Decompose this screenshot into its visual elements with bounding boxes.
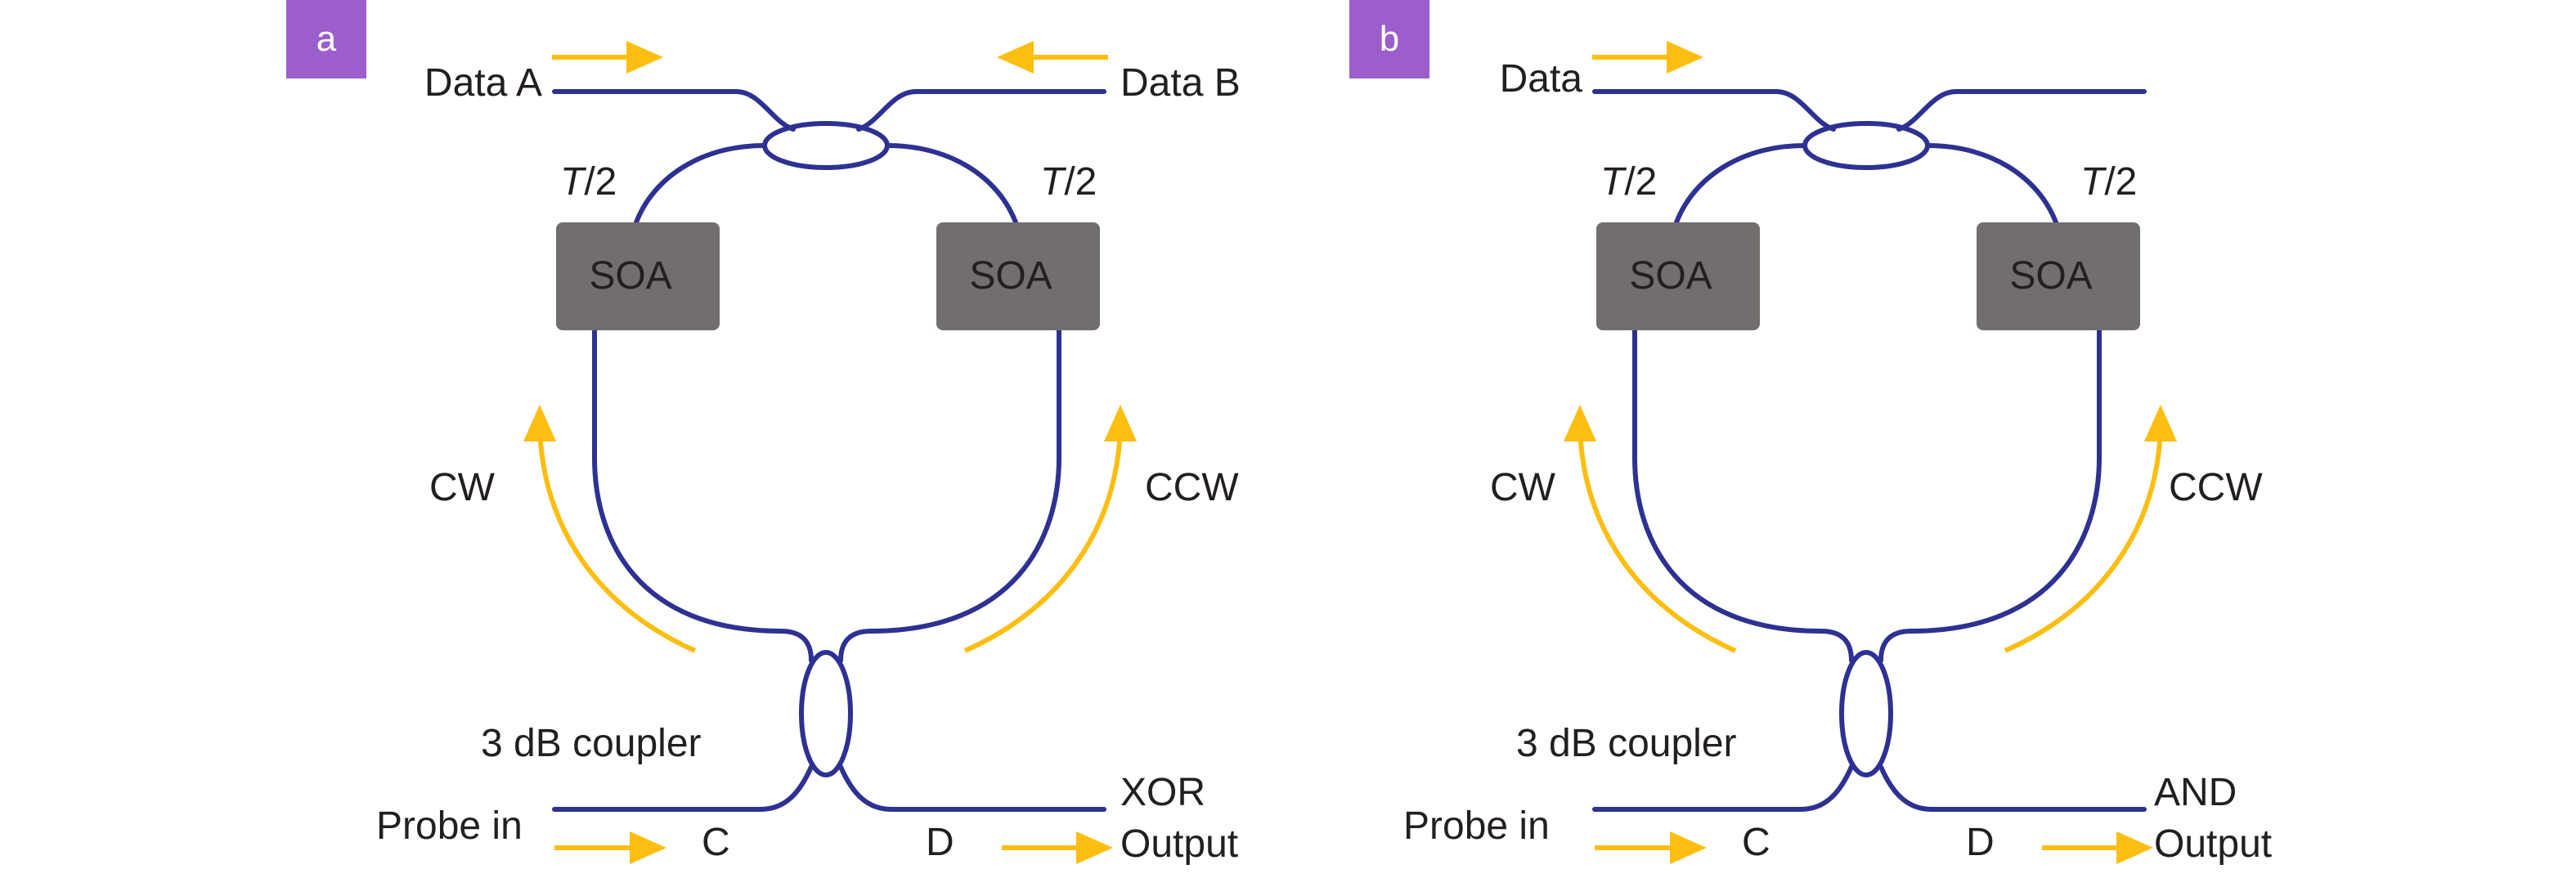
- coupler-label: 3 dB coupler: [1516, 722, 1737, 765]
- input-left-label: Data A: [424, 61, 542, 105]
- delay-right-label: T/2: [2080, 160, 2137, 204]
- coupler-label: 3 dB coupler: [481, 722, 702, 765]
- panel-b: b Data T/2 T/2 SOA SOA CW CCW 3 dB coupl…: [1349, 0, 2272, 866]
- soa-right-label: SOA: [969, 254, 1052, 298]
- port-c-label: C: [1742, 821, 1770, 864]
- delay-right-label: T/2: [1040, 160, 1097, 204]
- cw-label: CW: [1490, 466, 1556, 509]
- cw-label: CW: [429, 466, 496, 509]
- output-type-label: AND: [2154, 771, 2237, 814]
- probe-in-label: Probe in: [376, 804, 523, 848]
- output-type-label: XOR: [1120, 771, 1205, 814]
- input-left-label: Data: [1500, 57, 1583, 101]
- soa-right-label: SOA: [2009, 254, 2092, 298]
- port-d-label: D: [926, 821, 954, 864]
- panel-badge-label: b: [1380, 19, 1399, 59]
- output-label: Output: [1120, 822, 1238, 866]
- output-label: Output: [2154, 822, 2272, 866]
- panel-badge-label: a: [316, 19, 337, 59]
- ccw-label: CCW: [2169, 466, 2263, 509]
- port-d-label: D: [1966, 821, 1995, 864]
- input-right-label: Data B: [1120, 61, 1241, 105]
- panel-badge: [1349, 0, 1429, 78]
- delay-left-label: T/2: [1600, 160, 1657, 204]
- panel-a: a Data A Data B T/2 T/2 SOA SOA CW CCW 3…: [286, 0, 1241, 866]
- soa-left-label: SOA: [1629, 254, 1712, 298]
- soa-left-label: SOA: [589, 254, 671, 298]
- ccw-label: CCW: [1145, 466, 1239, 509]
- delay-left-label: T/2: [560, 160, 617, 204]
- probe-in-label: Probe in: [1403, 804, 1550, 848]
- panel-badge: [286, 0, 366, 78]
- port-c-label: C: [702, 821, 730, 864]
